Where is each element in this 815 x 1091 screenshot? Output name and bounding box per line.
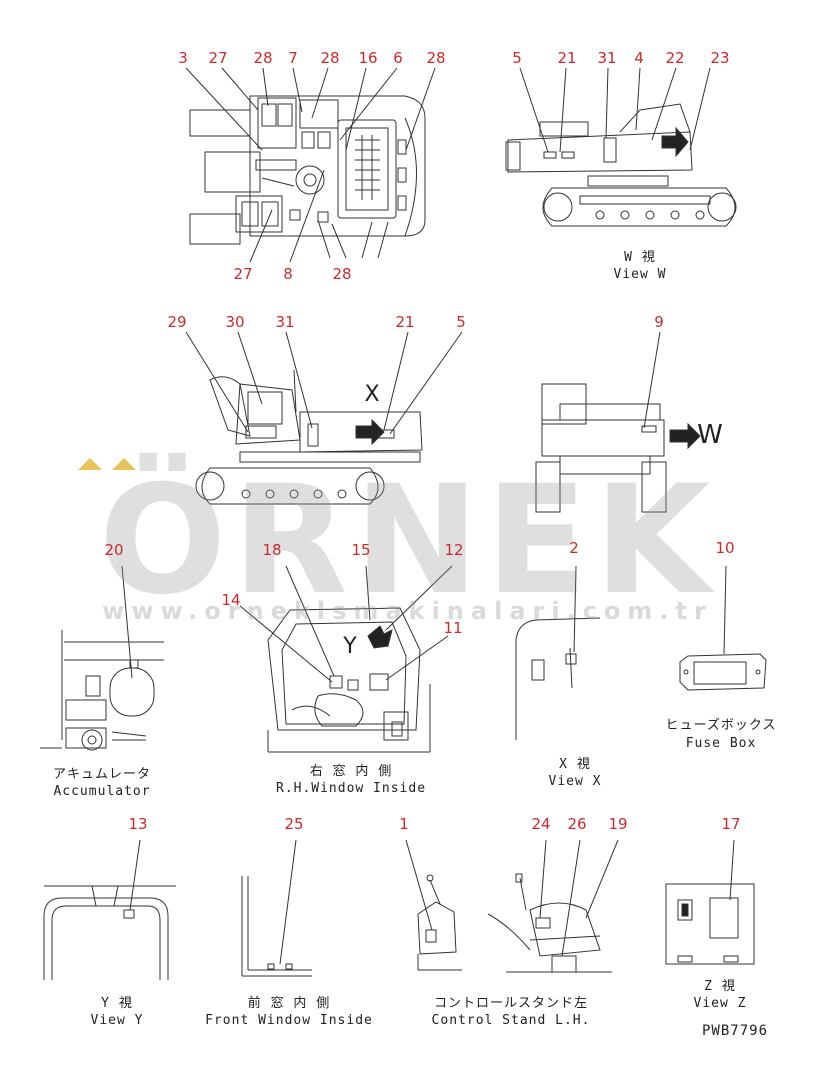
view-w-drawing — [505, 103, 737, 227]
callout-28: 28 — [320, 49, 340, 67]
callout-28: 28 — [426, 49, 446, 67]
callout-24: 24 — [531, 815, 551, 833]
callout-13: 13 — [128, 815, 148, 833]
front-window-caption-jp: 前 窓 内 側 — [247, 996, 331, 1011]
view-w-caption-jp: W 視 — [624, 250, 656, 265]
callout-29: 29 — [167, 313, 187, 331]
top-view-drawing — [189, 95, 426, 245]
view-x-drawing — [515, 617, 601, 740]
control-stand-small-drawing — [417, 874, 462, 971]
accumulator-drawing — [40, 630, 164, 751]
view-z-caption: View Z — [693, 996, 747, 1011]
callout-28: 28 — [332, 265, 352, 283]
callout-4: 4 — [634, 49, 644, 67]
x-mark-letter: X — [364, 382, 380, 407]
callout-2: 2 — [569, 539, 579, 557]
callout-18: 18 — [262, 541, 282, 559]
fuse-box-drawing — [679, 653, 767, 691]
callout-9: 9 — [654, 313, 664, 331]
fuse-box-caption: Fuse Box — [685, 736, 757, 751]
callout-6: 6 — [393, 49, 403, 67]
callout-22: 22 — [665, 49, 685, 67]
front-window-caption: Front Window Inside — [205, 1013, 373, 1028]
view-y-caption-jp: Y 視 — [101, 996, 133, 1011]
callout-25: 25 — [284, 815, 304, 833]
callout-23: 23 — [710, 49, 730, 67]
callout-3: 3 — [178, 49, 188, 67]
control-stand-caption: Control Stand L.H. — [431, 1013, 591, 1028]
callout-10: 10 — [715, 539, 735, 557]
callout-12: 12 — [444, 541, 464, 559]
callout-15: 15 — [351, 541, 371, 559]
accumulator-caption-jp: アキュムレータ — [52, 767, 152, 782]
w-arrow-letter: W — [697, 420, 723, 450]
fuse-box-caption-jp: ヒューズボックス — [665, 718, 777, 733]
callout-30: 30 — [225, 313, 245, 331]
view-y-drawing — [43, 885, 176, 980]
rh-window-drawing — [267, 607, 431, 753]
callout-7: 7 — [288, 49, 298, 67]
callout-16: 16 — [358, 49, 378, 67]
watermark-url: www.orneklsmakinalari.com.tr — [102, 597, 713, 625]
front-window-drawing — [241, 876, 312, 977]
view-z-caption-jp: Z 視 — [704, 979, 736, 994]
rh-window-caption: R.H.Window Inside — [275, 781, 427, 796]
callout-26: 26 — [567, 815, 587, 833]
callout-21: 21 — [557, 49, 577, 67]
view-z-drawing — [665, 883, 755, 965]
callout-21: 21 — [395, 313, 415, 331]
accumulator-caption: Accumulator — [53, 784, 151, 799]
part-code: PWB7796 — [702, 1023, 769, 1039]
view-x-caption: View X — [548, 774, 602, 789]
side-view-drawing — [195, 369, 423, 505]
callout-20: 20 — [104, 541, 124, 559]
control-stand-big-drawing — [487, 873, 612, 973]
watermark-brand: ÖRNEK — [98, 454, 717, 628]
callout-11: 11 — [443, 619, 463, 637]
rear-view-drawing — [535, 383, 701, 513]
view-x-caption-jp: X 視 — [559, 757, 591, 772]
view-w-caption: View W — [613, 267, 667, 282]
watermark-dots — [78, 458, 136, 470]
callout-28: 28 — [253, 49, 273, 67]
view-y-caption: View Y — [90, 1013, 144, 1028]
callout-1: 1 — [399, 815, 409, 833]
callout-31: 31 — [597, 49, 617, 67]
callout-5: 5 — [512, 49, 522, 67]
callout-8: 8 — [283, 265, 293, 283]
callout-27: 27 — [208, 49, 228, 67]
callout-27: 27 — [233, 265, 253, 283]
control-stand-caption-jp: コントロールスタンド左 — [433, 996, 589, 1011]
y-mark-letter: Y — [343, 634, 357, 659]
callout-31: 31 — [275, 313, 295, 331]
rh-window-caption-jp: 右 窓 内 側 — [309, 764, 393, 779]
callout-14: 14 — [221, 591, 241, 609]
callout-19: 19 — [608, 815, 628, 833]
leader-lines — [121, 67, 735, 965]
callout-5: 5 — [456, 313, 466, 331]
callout-17: 17 — [721, 815, 741, 833]
